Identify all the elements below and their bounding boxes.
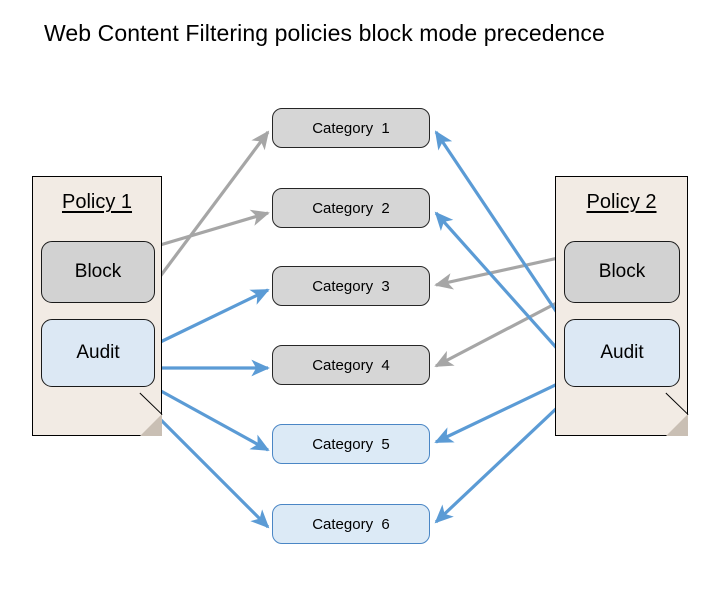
- arrow-policy2-audit-to-category5: [434, 376, 571, 444]
- page-fold-edge: [139, 392, 163, 415]
- category-5-label: Category 5: [312, 435, 390, 453]
- category-5-box[interactable]: Category 5: [272, 424, 430, 464]
- category-3-box[interactable]: Category 3: [272, 266, 430, 306]
- policy-1-block-box[interactable]: Block: [41, 241, 155, 303]
- arrow-policy1-audit-to-category3: [149, 288, 270, 349]
- policy-2-card[interactable]: Policy 2 Block Audit: [555, 176, 689, 436]
- policy-2-title: Policy 2: [586, 191, 657, 213]
- category-1-box[interactable]: Category 1: [272, 108, 430, 148]
- arrow-policy2-block-to-category3: [434, 253, 573, 290]
- policy-1-title: Policy 1: [61, 191, 133, 213]
- policy-2-audit-box[interactable]: Audit: [564, 319, 680, 387]
- page-fold-corner-icon: [666, 414, 688, 436]
- arrow-policy1-audit-to-category5: [149, 383, 270, 452]
- category-6-box[interactable]: Category 6: [272, 504, 430, 544]
- category-2-box[interactable]: Category 2: [272, 188, 430, 228]
- policy-2-audit-label: Audit: [600, 342, 644, 363]
- category-3-label: Category 3: [312, 277, 390, 295]
- policy-1-audit-box[interactable]: Audit: [41, 319, 155, 387]
- page-title: Web Content Filtering policies block mod…: [44, 20, 605, 46]
- category-1-label: Category 1: [312, 119, 390, 137]
- category-4-box[interactable]: Category 4: [272, 345, 430, 385]
- page-fold-corner-icon: [140, 414, 162, 436]
- arrow-policy2-block-to-category4: [434, 294, 571, 368]
- page-fold-edge: [665, 392, 689, 415]
- category-4-label: Category 4: [312, 356, 390, 374]
- policy-1-audit-label: Audit: [76, 342, 120, 363]
- arrow-policy2-audit-to-category2: [434, 211, 572, 365]
- arrow-policy1-block-to-category1: [148, 130, 270, 291]
- policy-2-block-label: Block: [598, 261, 646, 282]
- arrow-policy2-audit-to-category1: [434, 130, 576, 339]
- policy-2-block-box[interactable]: Block: [564, 241, 680, 303]
- category-2-label: Category 2: [312, 199, 390, 217]
- arrow-policy1-block-to-category2: [149, 209, 270, 250]
- category-6-label: Category 6: [312, 515, 390, 533]
- policy-1-card[interactable]: Policy 1 Block Audit: [32, 176, 163, 436]
- policy-1-block-label: Block: [74, 261, 122, 282]
